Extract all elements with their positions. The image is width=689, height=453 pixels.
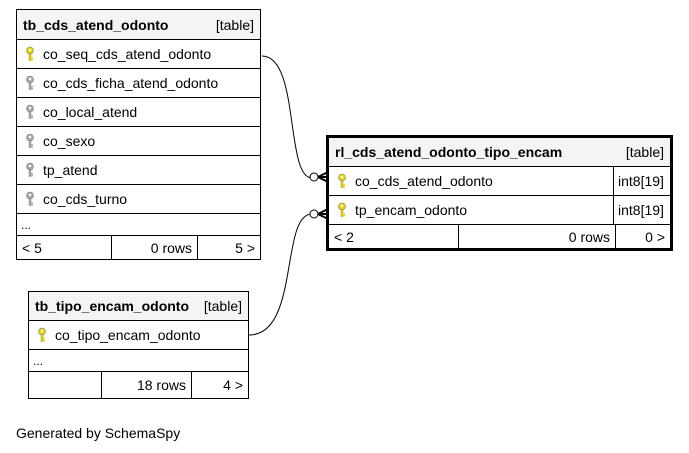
- column-name: co_cds_turno: [43, 191, 128, 207]
- children-count: < 5: [17, 236, 112, 259]
- table-rl-cds-atend-odonto-tipo-encam[interactable]: rl_cds_atend_odonto_tipo_encam [table] c…: [326, 135, 673, 251]
- relationship-tipo-to-rl: [248, 213, 313, 336]
- column-name: co_sexo: [43, 133, 96, 149]
- column-row[interactable]: co_tipo_encam_odonto: [29, 321, 248, 350]
- table-tb-cds-atend-odonto[interactable]: tb_cds_atend_odonto [table] co_seq_cds_a…: [16, 9, 261, 260]
- table-footer: 18 rows 4 >: [29, 372, 248, 398]
- column-row[interactable]: co_cds_ficha_atend_odonto: [17, 69, 260, 98]
- column-name: co_seq_cds_atend_odonto: [43, 46, 212, 62]
- column-name: tp_encam_odonto: [355, 202, 468, 218]
- table-footer: < 2 0 rows 0 >: [329, 225, 670, 248]
- column-row[interactable]: co_cds_atend_odonto int8[19]: [329, 167, 670, 196]
- more-columns: ...: [29, 350, 248, 372]
- row-count: 0 rows: [112, 236, 198, 259]
- column-name: tp_atend: [43, 162, 98, 178]
- column-row[interactable]: co_sexo: [17, 127, 260, 156]
- column-row[interactable]: tp_encam_odonto int8[19]: [329, 196, 670, 225]
- relationship-cds-to-rl: [261, 55, 313, 179]
- primary-key-icon: [329, 202, 355, 218]
- table-name: tb_cds_atend_odonto: [23, 16, 169, 33]
- parents-count: 4 >: [223, 377, 243, 393]
- table-type: [table]: [215, 16, 254, 33]
- table-header: tb_tipo_encam_odonto [table]: [29, 292, 248, 321]
- table-name: rl_cds_atend_odonto_tipo_encam: [335, 144, 563, 160]
- parents-count: 5 >: [235, 239, 255, 256]
- relationship-end-circle: [309, 209, 319, 219]
- table-name: tb_tipo_encam_odonto: [35, 298, 190, 314]
- row-count: 18 rows: [102, 372, 192, 398]
- primary-key-icon: [17, 46, 43, 62]
- primary-key-icon: [329, 173, 355, 189]
- key-icon: [17, 133, 43, 149]
- key-icon: [17, 104, 43, 120]
- table-header: tb_cds_atend_odonto [table]: [17, 10, 260, 40]
- row-count: 0 rows: [459, 225, 616, 248]
- column-row[interactable]: co_cds_turno: [17, 185, 260, 214]
- column-name: co_cds_ficha_atend_odonto: [43, 75, 219, 91]
- relationship-end-circle: [309, 172, 319, 182]
- column-row[interactable]: co_seq_cds_atend_odonto: [17, 40, 260, 69]
- table-footer: < 5 0 rows 5 >: [17, 236, 260, 259]
- key-icon: [17, 75, 43, 91]
- table-header: rl_cds_atend_odonto_tipo_encam [table]: [329, 138, 670, 167]
- primary-key-icon: [29, 327, 55, 343]
- table-tb-tipo-encam-odonto[interactable]: tb_tipo_encam_odonto [table] co_tipo_enc…: [28, 291, 249, 399]
- column-type: int8[19]: [613, 167, 670, 195]
- parents-count: 0 >: [645, 228, 665, 245]
- column-name: co_local_atend: [43, 104, 138, 120]
- children-count: [29, 372, 102, 398]
- key-icon: [17, 191, 43, 207]
- column-row[interactable]: co_local_atend: [17, 98, 260, 127]
- column-name: co_cds_atend_odonto: [355, 173, 493, 189]
- key-icon: [17, 162, 43, 178]
- children-count: < 2: [329, 225, 459, 248]
- column-type: int8[19]: [613, 196, 670, 224]
- table-type: [table]: [203, 298, 242, 314]
- column-name: co_tipo_encam_odonto: [55, 327, 201, 343]
- generated-by-credit: Generated by SchemaSpy: [16, 425, 181, 441]
- table-type: [table]: [625, 144, 664, 160]
- more-columns: ...: [17, 214, 260, 236]
- column-row[interactable]: tp_atend: [17, 156, 260, 185]
